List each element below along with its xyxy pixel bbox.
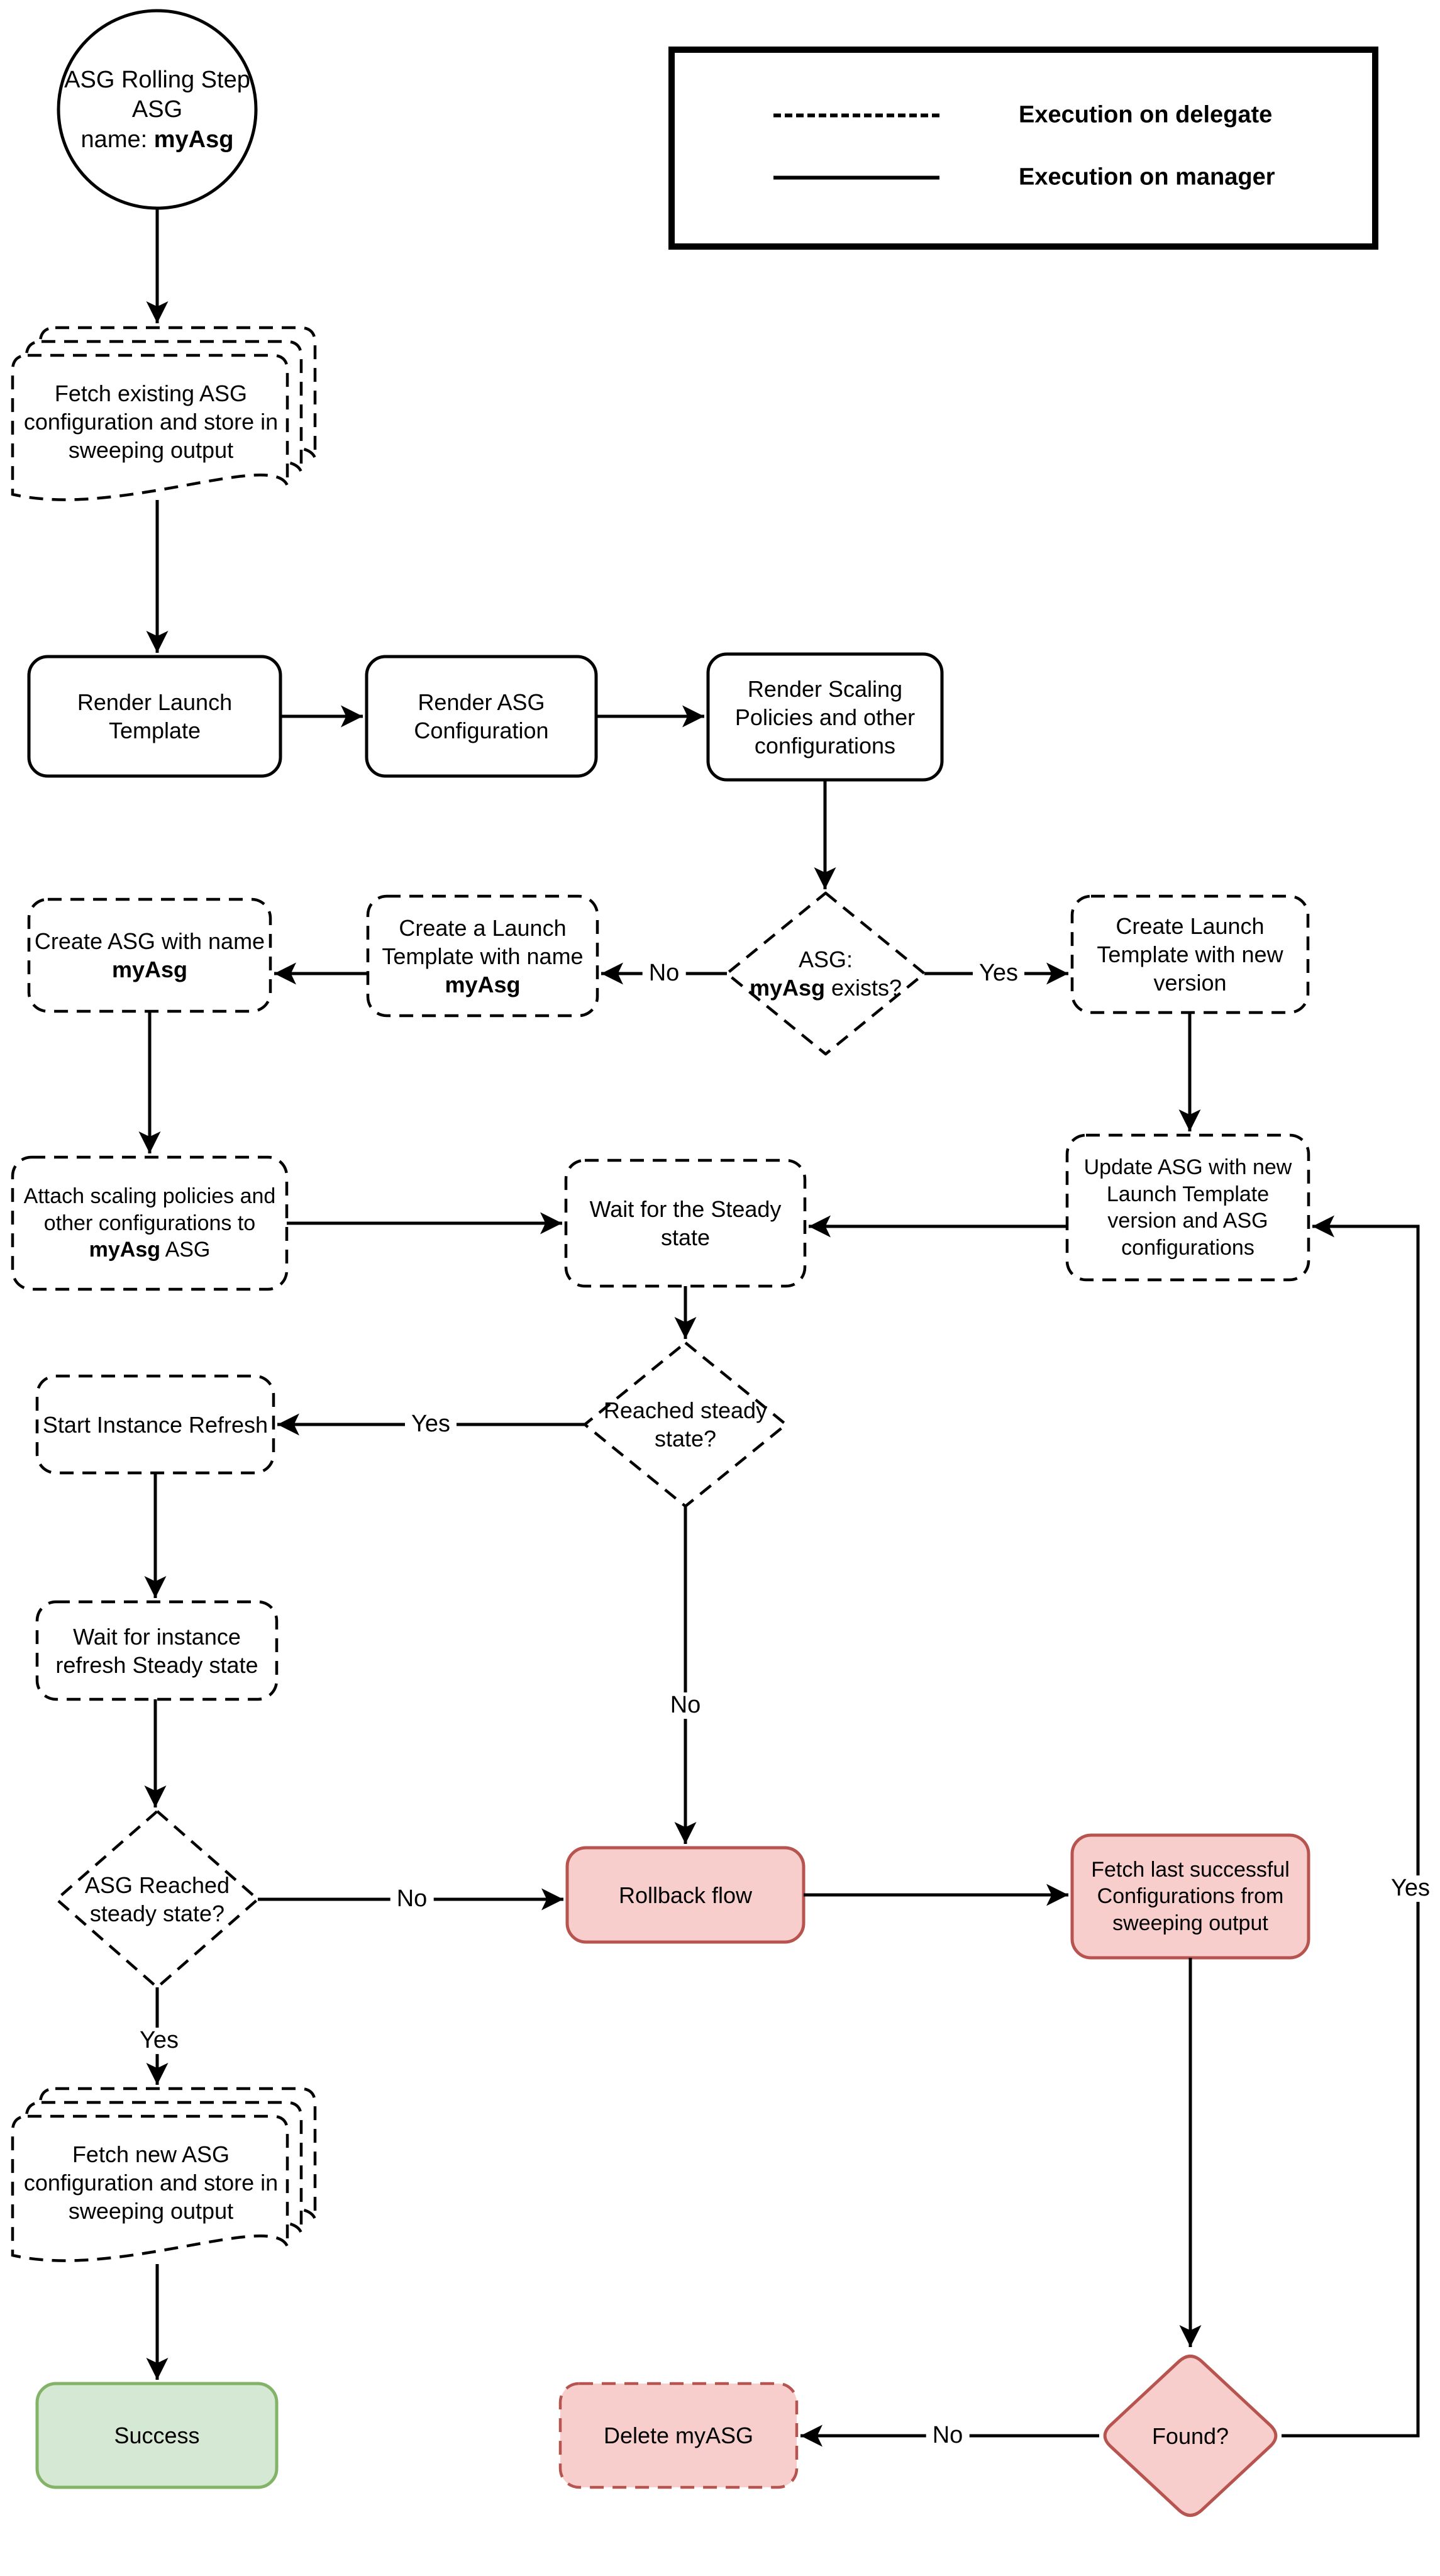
fetch-new-multidoc-shape xyxy=(11,2087,317,2262)
fetch-existing-label: Fetch existing ASG configuration and sto… xyxy=(23,380,279,463)
success-label: Success xyxy=(114,2423,200,2448)
edge-label-asg-reached-yes: Yes xyxy=(133,2027,185,2054)
fetch-existing-multidoc-shape xyxy=(11,326,317,501)
legend-box: Execution on delegate Execution on manag… xyxy=(668,47,1378,250)
fetch-new-label: Fetch new ASG configuration and store in… xyxy=(23,2141,279,2224)
edge-label-reached-no: No xyxy=(663,1692,707,1719)
fetch-last-successful-label: Fetch last successful Configurations fro… xyxy=(1091,1857,1290,1935)
render-asg-configuration-label: Render ASG Configuration xyxy=(414,689,549,743)
edge-label-asg-exists-no: No xyxy=(642,960,686,987)
edge-label-asg-exists-yes: Yes xyxy=(973,960,1024,987)
create-launch-template-named-shape xyxy=(366,894,599,1018)
edge-found-yes xyxy=(1282,1215,1420,2438)
edge-label-found-no: No xyxy=(926,2422,970,2449)
found-diamond-shape xyxy=(1103,2355,1278,2517)
edge-label-asg-reached-no: No xyxy=(390,1885,434,1913)
solid-line-sample-icon xyxy=(773,175,939,179)
wait-instance-refresh-label: Wait for instance refresh Steady state xyxy=(55,1623,258,1678)
asg-reached-steady-label: ASG Reached steady state? xyxy=(84,1872,230,1926)
dashed-line-sample-icon xyxy=(773,113,939,117)
delete-myasg-shape xyxy=(558,2382,799,2489)
update-asg-label: Update ASG with new Launch Template vers… xyxy=(1083,1155,1292,1260)
render-scaling-policies-shape xyxy=(706,652,944,782)
create-launch-template-named-label: Create a Launch Template with name myAsg xyxy=(382,914,584,997)
legend-manager-label: Execution on manager xyxy=(1019,164,1275,191)
render-scaling-policies-label: Render Scaling Policies and other config… xyxy=(734,675,916,758)
asg-reached-steady-diamond-shape xyxy=(55,1809,260,1989)
legend-row-delegate: Execution on delegate xyxy=(773,102,1272,129)
success-shape xyxy=(35,2382,279,2489)
asg-exists-diamond-shape xyxy=(725,891,926,1056)
create-launch-template-new-label: Create Launch Template with new version xyxy=(1097,913,1283,996)
legend-delegate-label: Execution on delegate xyxy=(1019,101,1273,128)
wait-steady-label: Wait for the Steady state xyxy=(589,1196,782,1250)
wait-instance-refresh-shape xyxy=(35,1600,279,1701)
start-instance-refresh-label: Start Instance Refresh xyxy=(42,1411,269,1438)
asg-exists-label: ASG: myAsg exists? xyxy=(749,947,902,1001)
create-asg-named-label: Create ASG with name myAsg xyxy=(34,928,265,982)
attach-scaling-policies-shape xyxy=(11,1155,289,1291)
reached-steady-label: Reached steady state? xyxy=(603,1397,768,1452)
found-label: Found? xyxy=(1151,2423,1229,2449)
render-launch-template-label: Render Launch Template xyxy=(77,689,233,743)
delete-myasg-label: Delete myASG xyxy=(603,2423,754,2448)
update-asg-shape xyxy=(1065,1133,1310,1282)
edge-label-found-yes: Yes xyxy=(1385,1875,1436,1902)
edge-label-reached-yes: Yes xyxy=(405,1411,457,1438)
start-circle-label: ASG Rolling Step ASG name: myAsg xyxy=(64,66,250,153)
attach-scaling-policies-label: Attach scaling policies and other config… xyxy=(23,1184,276,1262)
wait-steady-shape xyxy=(564,1158,807,1288)
legend-row-manager: Execution on manager xyxy=(773,164,1275,191)
rollback-flow-label: Rollback flow xyxy=(618,1882,753,1908)
